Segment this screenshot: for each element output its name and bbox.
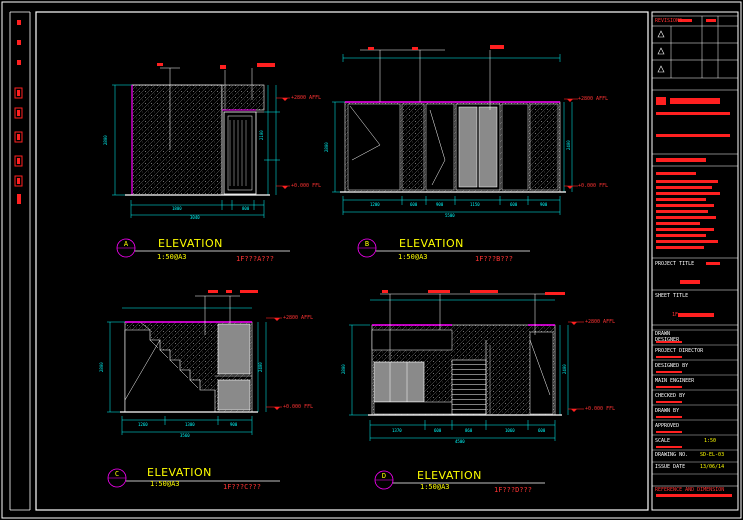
svg-text:3560: 3560 (180, 433, 190, 438)
title-block-approved: APPROVED (655, 423, 680, 429)
elevation-d-scale: 1:50@A3 (420, 483, 450, 491)
svg-text:1060: 1060 (505, 428, 515, 433)
svg-text:600: 600 (510, 202, 518, 207)
elevation-a-code: 1F???A??? (236, 255, 274, 263)
elevation-c-bubble-letter: C (114, 470, 120, 478)
svg-text:900: 900 (230, 422, 238, 427)
title-block-main-engineer: MAIN ENGINEER (655, 378, 695, 384)
title-block-project-title: PROJECT TITLE (655, 261, 695, 267)
svg-text:2800: 2800 (324, 142, 329, 152)
svg-text:2800: 2800 (341, 364, 346, 374)
left-strip (9, 11, 31, 511)
title-block-sheet-title: SHEET TITLE (655, 293, 689, 299)
title-block-designed-by: DESIGNED BY (655, 363, 689, 369)
svg-text:2400: 2400 (566, 140, 571, 150)
title-block-designer: DESIGNER (655, 337, 680, 343)
elevation-a-scale: 1:50@A3 (157, 253, 187, 261)
elevation-b-level-ffl: +0.000 FFL (578, 183, 609, 189)
svg-text:2800: 2800 (99, 362, 104, 372)
elevation-c-code: 1F???C??? (223, 483, 261, 491)
title-block-drawing-no-value: SD-EL-03 (700, 452, 725, 458)
svg-text:1300: 1300 (185, 422, 195, 427)
elevation-b-title: ELEVATION (399, 237, 464, 250)
elevation-d-level-afl: +2800 AFFL (585, 319, 616, 325)
title-block (651, 11, 739, 511)
svg-text:900: 900 (540, 202, 548, 207)
svg-text:860: 860 (465, 428, 473, 433)
elevation-c-title: ELEVATION (147, 466, 212, 479)
svg-text:2100: 2100 (259, 130, 264, 140)
svg-text:3040: 3040 (190, 215, 200, 220)
svg-text:600: 600 (538, 428, 546, 433)
elevation-b-level-afl: +2800 AFFL (578, 96, 609, 102)
elevation-a-level-ffl: +0.000 FFL (291, 183, 322, 189)
title-block-issue-date-label: ISSUE DATE (655, 464, 686, 470)
elevation-a-bubble-letter: A (123, 240, 129, 248)
elevation-b-scale: 1:50@A3 (398, 253, 428, 261)
svg-text:2400: 2400 (258, 362, 263, 372)
drawing-frame (35, 11, 649, 511)
title-block-project-director: PROJECT DIRECTOR (655, 348, 704, 354)
elevation-b-bubble-letter: B (364, 240, 370, 248)
elevation-c-scale: 1:50@A3 (150, 480, 180, 488)
elevation-d-title: ELEVATION (417, 469, 482, 482)
title-block-footer: REFERENCE AND DIMENSION (655, 487, 725, 493)
elevation-d-bubble-letter: D (381, 472, 387, 480)
title-block-scale-value: 1:50 (704, 438, 717, 444)
elevation-c-level-ffl: +0.000 FFL (283, 404, 314, 410)
elevation-a-title: ELEVATION (158, 237, 223, 250)
elevation-c-drawing: 2800 1260 1300 900 3560 2400 (99, 290, 282, 438)
elevation-d-drawing: 2800 1370 600 860 1060 600 4500 2400 (341, 290, 584, 444)
svg-text:2400: 2400 (562, 364, 567, 374)
title-block-drawn-by: DRAWN BY (655, 408, 680, 414)
svg-text:1260: 1260 (138, 422, 148, 427)
elevation-c-level-afl: +2800 AFFL (283, 315, 314, 321)
title-block-drawn: DRAWN (655, 331, 671, 337)
svg-text:600: 600 (434, 428, 442, 433)
svg-text:1800: 1800 (172, 206, 182, 211)
elevation-d-level-ffl: +0.000 FFL (585, 406, 616, 412)
svg-text:800: 800 (242, 206, 250, 211)
svg-text:900: 900 (436, 202, 444, 207)
svg-text:600: 600 (410, 202, 418, 207)
svg-text:1200: 1200 (370, 202, 380, 207)
title-block-checked-by: CHECKED BY (655, 393, 686, 399)
elevation-a-drawing: 2800 1800 3040 800 2100 (103, 63, 290, 220)
elevation-b-drawing: 2800 1200 600 900 1150 600 900 5500 2400 (324, 45, 578, 218)
title-block-issue-date-value: 13/06/14 (700, 464, 725, 470)
elevation-bubbles (107, 238, 545, 490)
title-block-sheet-code: 1F (672, 312, 679, 318)
svg-text:4500: 4500 (455, 439, 465, 444)
title-block-scale-label: SCALE (655, 438, 671, 444)
elevation-b-code: 1F???B??? (475, 255, 513, 263)
svg-text:5500: 5500 (445, 213, 455, 218)
elevation-d-code: 1F???D??? (494, 486, 532, 494)
title-block-drawing-no-label: DRAWING NO. (655, 452, 689, 458)
svg-text:2800: 2800 (103, 135, 108, 145)
title-block-revisions: REVISIONS (655, 18, 683, 24)
svg-text:1150: 1150 (470, 202, 480, 207)
svg-text:1370: 1370 (392, 428, 402, 433)
elevation-a-level-afl: +2800 AFFL (291, 95, 322, 101)
